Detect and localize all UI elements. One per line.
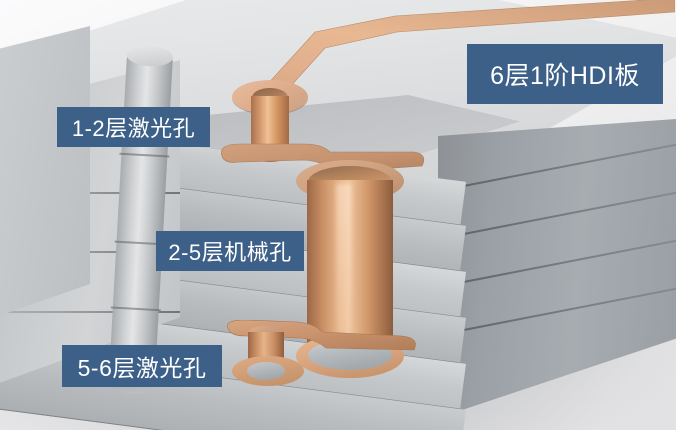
laminate-seam <box>0 310 180 313</box>
laminate-seam <box>438 285 676 336</box>
laminate-seam <box>438 141 676 192</box>
board-right-face <box>438 118 676 418</box>
board-left-step <box>0 26 90 326</box>
label-hdi-board: 6层1阶HDI板 <box>467 44 663 104</box>
label-mechanical-via-2-5: 2-5层机械孔 <box>156 231 304 271</box>
label-laser-via-5-6: 5-6层激光孔 <box>62 345 222 387</box>
laminate-seam <box>0 192 180 194</box>
via-barrel-highlight <box>336 184 352 356</box>
laminate-seam <box>0 251 180 254</box>
laminate-seam <box>438 189 676 240</box>
label-laser-via-1-2: 1-2层激光孔 <box>57 107 210 147</box>
via-bore <box>247 362 285 380</box>
laminate-seam <box>438 237 676 288</box>
laser-via-5-6 <box>232 326 304 392</box>
